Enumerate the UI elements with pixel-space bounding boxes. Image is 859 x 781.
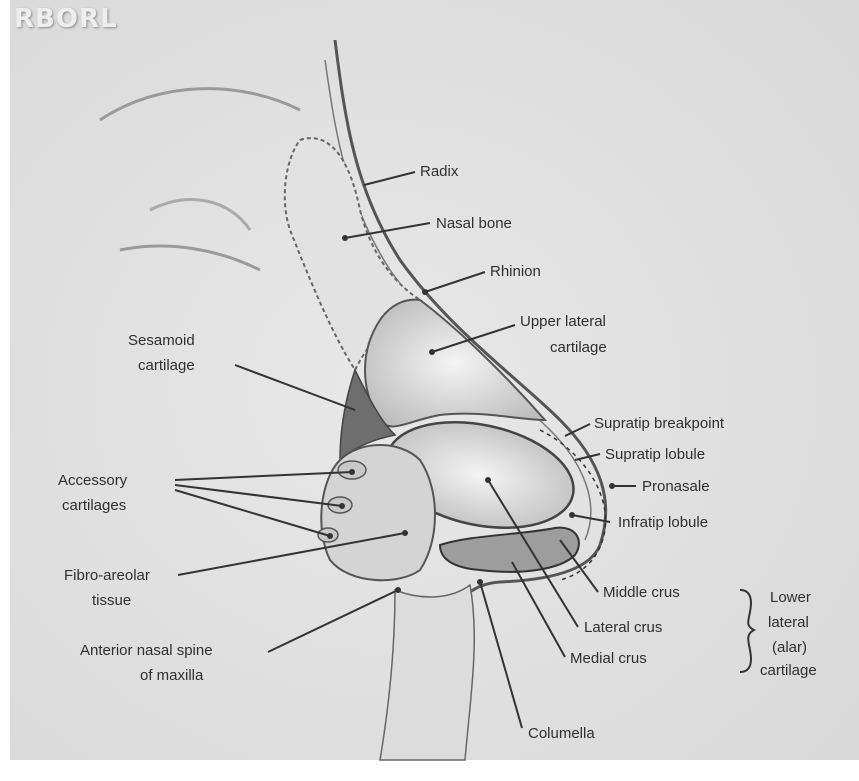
label-radix: Radix bbox=[420, 163, 459, 180]
label-middle-crus: Middle crus bbox=[603, 584, 680, 601]
label-rhinion: Rhinion bbox=[490, 263, 541, 280]
label-infratip-lobule: Infratip lobule bbox=[618, 514, 708, 531]
label-fibro-2: tissue bbox=[92, 592, 131, 609]
label-upper-lateral-1: Upper lateral bbox=[520, 313, 606, 330]
label-accessory-2: cartilages bbox=[62, 497, 126, 514]
label-medial-crus: Medial crus bbox=[570, 650, 647, 667]
label-ans-1: Anterior nasal spine bbox=[80, 642, 213, 659]
left-border bbox=[0, 0, 10, 776]
label-lower-lateral-1: Lower bbox=[770, 589, 811, 606]
label-supratip-lobule: Supratip lobule bbox=[605, 446, 705, 463]
label-ans-2: of maxilla bbox=[140, 667, 204, 684]
label-fibro-1: Fibro-areolar bbox=[64, 567, 150, 584]
label-sesamoid-1: Sesamoid bbox=[128, 332, 195, 349]
upper-lip-shape bbox=[380, 585, 474, 760]
label-lateral-crus: Lateral crus bbox=[584, 619, 662, 636]
label-accessory-1: Accessory bbox=[58, 472, 128, 489]
label-sesamoid-2: cartilage bbox=[138, 357, 195, 374]
label-lower-lateral-2: lateral bbox=[768, 614, 809, 631]
bottom-border bbox=[0, 760, 859, 776]
label-lower-lateral-3: (alar) bbox=[772, 639, 807, 656]
label-upper-lateral-2: cartilage bbox=[550, 339, 607, 356]
label-columella: Columella bbox=[528, 725, 595, 742]
label-lower-lateral-4: cartilage bbox=[760, 662, 817, 679]
label-nasal-bone: Nasal bone bbox=[436, 215, 512, 232]
watermark-logo: RBORL bbox=[14, 4, 118, 34]
label-pronasale: Pronasale bbox=[642, 478, 710, 495]
label-supratip-breakpoint: Supratip breakpoint bbox=[594, 415, 725, 432]
